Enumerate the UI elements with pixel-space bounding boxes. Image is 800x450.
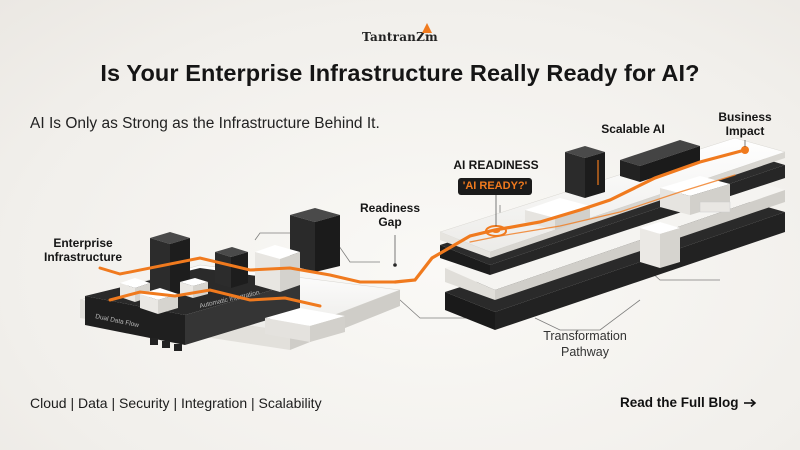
read-blog-label[interactable]: Read the Full Blog bbox=[620, 395, 739, 410]
right-blocks bbox=[525, 140, 731, 268]
label-ai-readiness: AI READINESS bbox=[453, 158, 539, 172]
orange-flow-left bbox=[98, 256, 397, 308]
label-business-impact: Business Impact bbox=[718, 110, 772, 138]
pillars-list: Cloud | Data | Security | Integration | … bbox=[30, 395, 322, 411]
label-enterprise-infrastructure: Enterprise Infrastructure bbox=[43, 236, 123, 264]
page-title: Is Your Enterprise Infrastructure Really… bbox=[100, 60, 700, 86]
read-blog-link[interactable]: Read the Full Blog bbox=[620, 395, 757, 410]
logo-triangle-icon bbox=[422, 23, 432, 33]
label-scalable-ai: Scalable AI bbox=[601, 122, 665, 136]
label-readiness-gap: Readiness Gap bbox=[359, 201, 421, 229]
arrow-right-icon[interactable] bbox=[743, 398, 757, 408]
left-blocks bbox=[120, 208, 345, 351]
page-subtitle: AI Is Only as Strong as the Infrastructu… bbox=[30, 115, 380, 132]
ai-ready-badge: 'AI READY?' bbox=[458, 178, 532, 195]
brand-logo: TantranZm bbox=[362, 30, 438, 44]
label-transformation-pathway: Transformation Pathway bbox=[543, 329, 627, 359]
impact-node bbox=[741, 146, 749, 154]
orange-flow-right bbox=[393, 148, 747, 284]
